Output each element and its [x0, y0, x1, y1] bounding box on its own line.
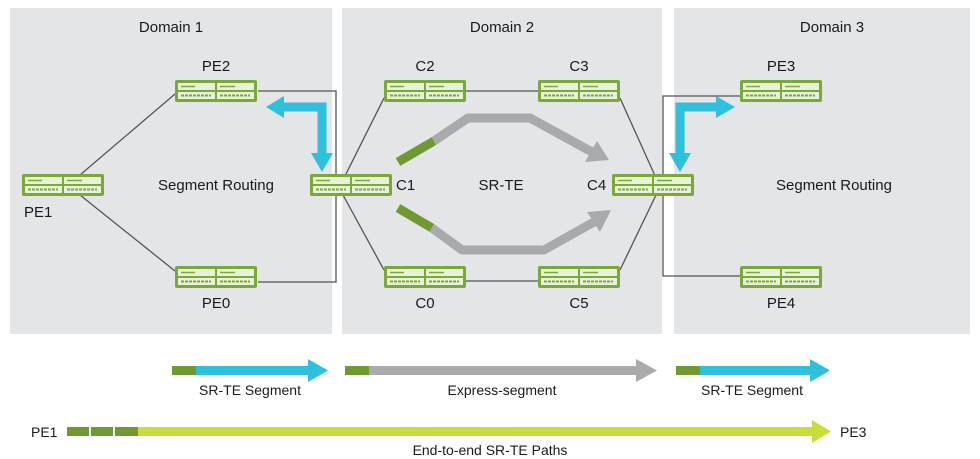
legend-segment-1-label: SR-TE Segment [199, 382, 301, 398]
router-pe4 [739, 265, 823, 289]
router-c1 [309, 173, 393, 197]
domain-2-protocol: SR-TE [479, 177, 524, 194]
router-c4 [611, 173, 695, 197]
label-c2: C2 [415, 58, 434, 75]
express-path-upper [395, 113, 609, 166]
express-path-lower [395, 204, 611, 255]
label-pe3: PE3 [767, 58, 795, 75]
domain-3-title: Domain 3 [800, 19, 864, 36]
label-c1: C1 [396, 177, 415, 194]
label-pe4: PE4 [767, 295, 795, 312]
sr-arrow-domain-1 [266, 96, 333, 172]
label-c4: C4 [587, 177, 606, 194]
router-pe1 [21, 173, 105, 197]
router-pe3 [739, 79, 823, 103]
e2e-path-arrow [67, 420, 831, 443]
legend-express-arrow [345, 359, 657, 382]
router-c3 [537, 79, 621, 103]
router-c2 [383, 79, 467, 103]
domain-2-title: Domain 2 [470, 19, 534, 36]
legend-segment-3-arrow [676, 359, 830, 382]
links [79, 90, 740, 283]
legend-express-label: Express-segment [448, 382, 557, 398]
domain-3-protocol: Segment Routing [776, 177, 892, 194]
label-c0: C0 [415, 295, 434, 312]
e2e-end-label: PE3 [840, 424, 867, 440]
label-c5: C5 [569, 295, 588, 312]
label-pe1: PE1 [24, 204, 52, 221]
legend-segment-3-label: SR-TE Segment [701, 382, 803, 398]
router-c0 [383, 265, 467, 289]
label-pe2: PE2 [202, 58, 230, 75]
label-pe0: PE0 [202, 295, 230, 312]
router-pe0 [174, 265, 258, 289]
router-pe2 [174, 79, 258, 103]
domain-1-box [10, 8, 332, 334]
domain-1-protocol: Segment Routing [158, 177, 274, 194]
e2e-path-label: End-to-end SR-TE Paths [413, 442, 568, 458]
domain-1-title: Domain 1 [139, 19, 203, 36]
e2e-start-label: PE1 [31, 424, 58, 440]
legend-segment-1-arrow [172, 359, 328, 382]
sr-arrow-domain-3 [669, 96, 735, 172]
label-c3: C3 [569, 58, 588, 75]
router-c5 [537, 265, 621, 289]
